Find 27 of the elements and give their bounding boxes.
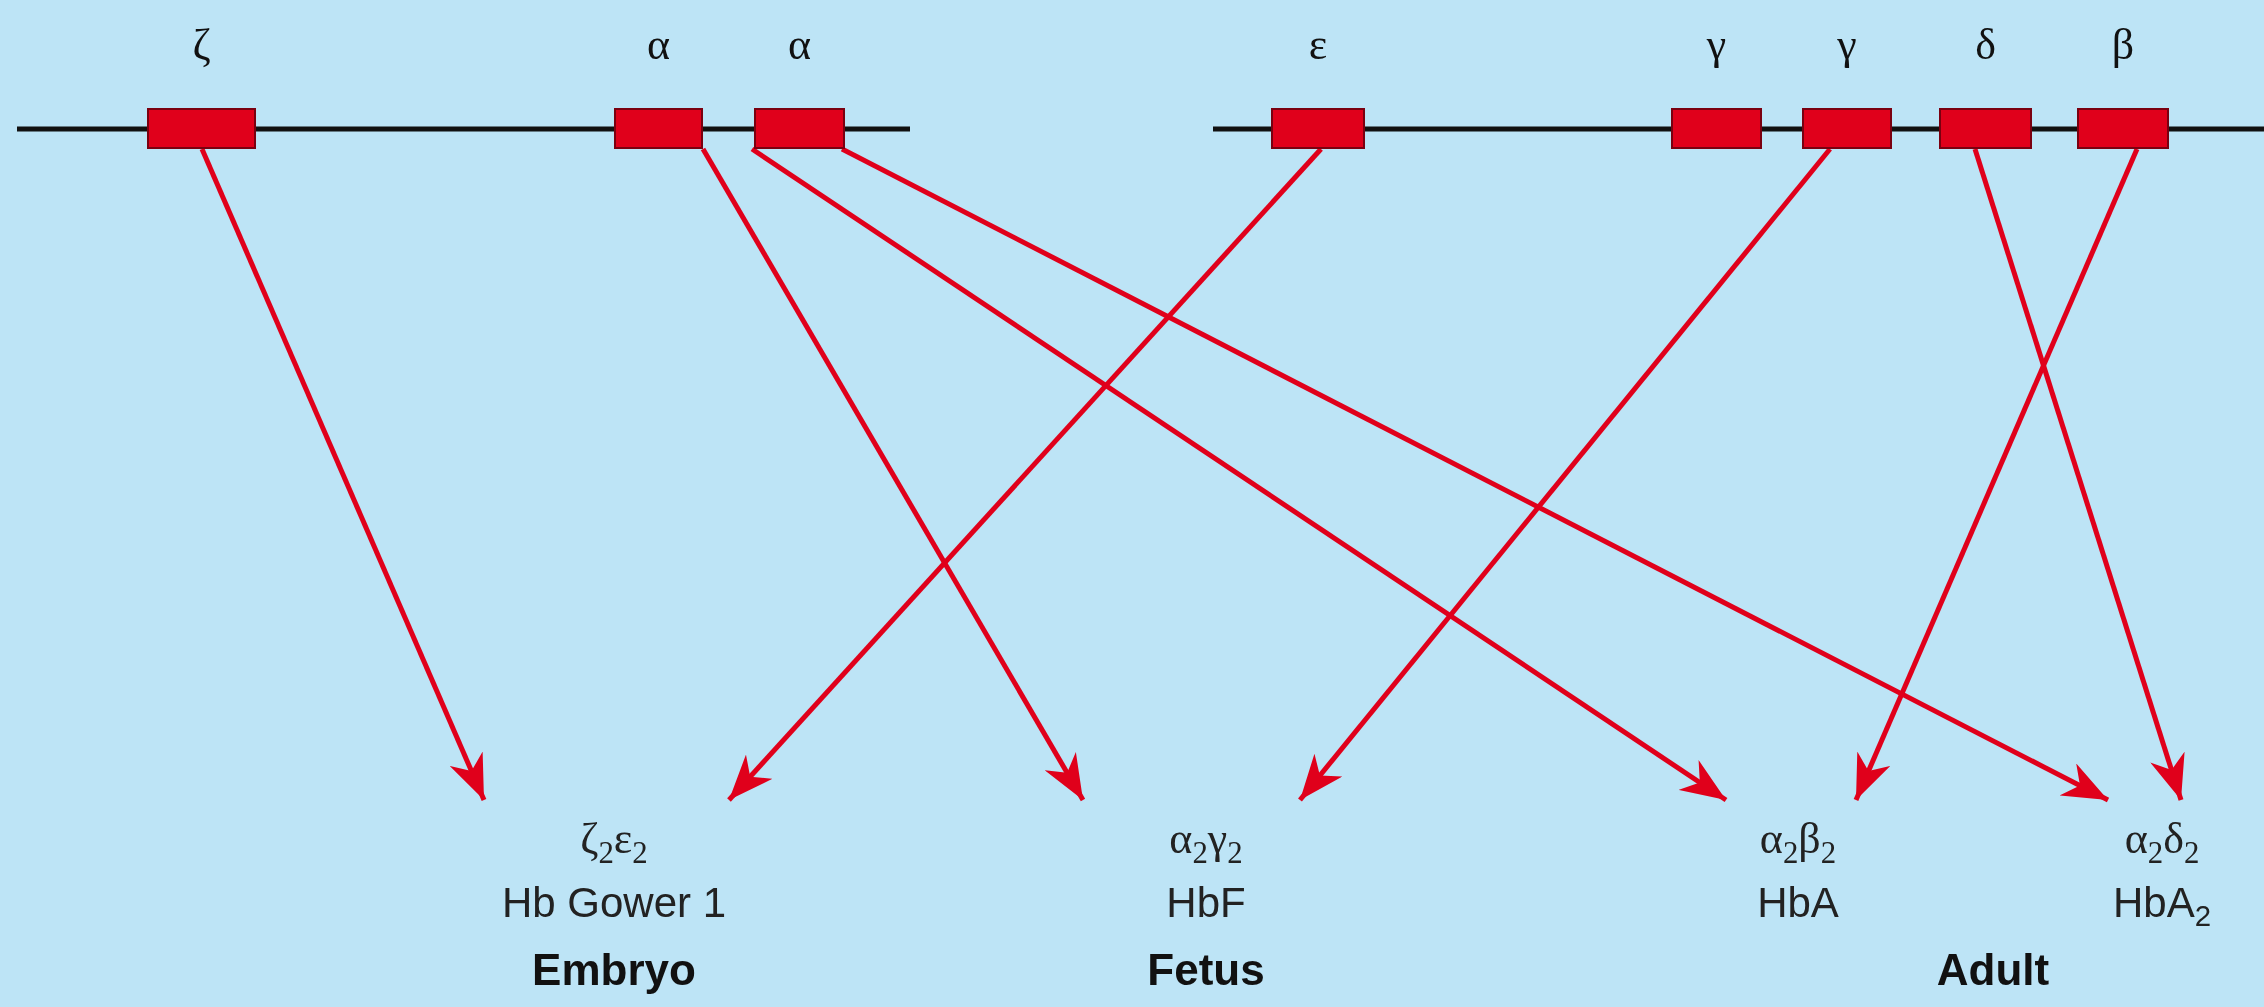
arrow xyxy=(750,146,1728,803)
subunit-formula: α$_{2}$γ$_{2}$ xyxy=(1169,814,1243,872)
arrow xyxy=(1853,148,2140,801)
gene-label: δ xyxy=(1974,20,1997,70)
gene-label: ε xyxy=(1307,20,1329,70)
gene-label: γ xyxy=(1836,20,1858,70)
gene-label: ζ xyxy=(191,20,212,70)
hemoglobin-name: HbA xyxy=(1757,877,1839,928)
arrow xyxy=(700,147,1086,802)
arrow xyxy=(1972,148,2185,801)
arrow xyxy=(727,147,1323,802)
stage-label: Embryo xyxy=(532,945,696,995)
hemoglobin-name: HbF xyxy=(1166,877,1246,928)
stage-label: Adult xyxy=(1936,945,2050,995)
subunit-formula: ζ$_{2}$ε$_{2}$ xyxy=(580,814,648,872)
hemoglobin-name: Hb Gower 1 xyxy=(501,877,727,928)
gene-label: β xyxy=(2110,20,2136,70)
stage-label: Fetus xyxy=(1147,945,1265,995)
gene-label: γ xyxy=(1705,20,1728,70)
subunit-formula: α$_{2}$δ$_{2}$ xyxy=(2124,814,2200,872)
arrow xyxy=(1298,147,1832,802)
gene-label: α xyxy=(645,20,672,70)
arrow xyxy=(840,146,2110,803)
gene-label: α xyxy=(786,20,813,70)
arrow xyxy=(199,148,487,801)
subunit-formula: α$_{2}$β$_{2}$ xyxy=(1759,814,1837,872)
hemoglobin-name: HbA$_{2}$ xyxy=(2112,877,2212,935)
